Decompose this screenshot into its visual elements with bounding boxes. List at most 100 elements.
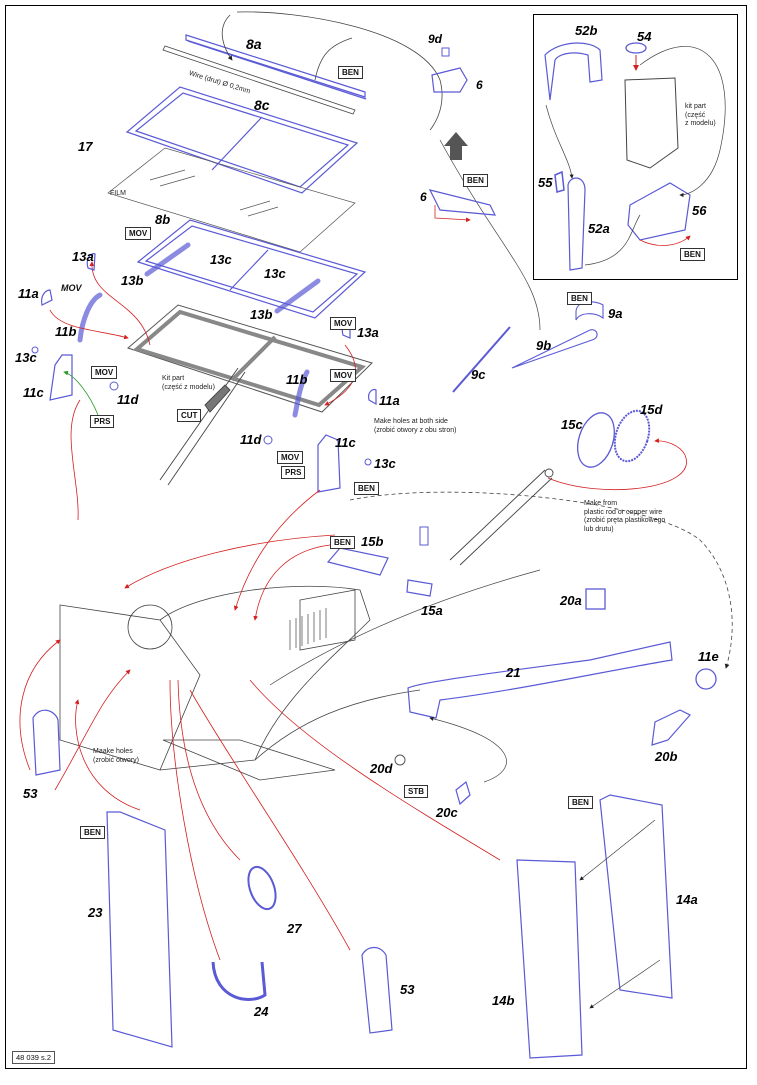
label-6-bottom: 6 [420,190,427,204]
part-20c [455,780,471,806]
label-56: 56 [692,203,707,218]
red-arrow [74,699,141,811]
sheet-border [5,5,747,1069]
label-52b: 52b [575,23,598,38]
tag-ben-8a: BEN [338,66,363,79]
label-15d: 15d [640,402,663,417]
plastic-rod [449,468,554,566]
arrow-line [639,46,726,198]
tag-cut: CUT [177,409,202,422]
part-11e [695,668,717,690]
tag-mov-11d-left: MOV [91,366,118,379]
arrow-line [579,819,656,881]
label-23: 23 [88,905,103,920]
sheet-code: 48 039 s.2 [12,1051,56,1064]
label-8b: 8b [155,212,171,227]
part-11a-left [41,289,53,306]
label-11c-right: 11c [335,435,356,450]
note-line: plastic rod or copper wire [584,508,663,516]
part-23-panel [106,811,173,1048]
note-kit-part-frame: Kit part (część z modelu) [162,375,215,392]
red-arrow [249,679,501,861]
part-27 [247,865,277,911]
label-11b-right: 11b [286,372,308,387]
note-kit-part-can: kit part (część z modelu) [685,103,716,129]
part-20b [651,709,691,746]
tag-ben-23: BEN [80,826,105,839]
tag-ben-56: BEN [680,248,705,261]
label-14b: 14b [492,993,515,1008]
part-24 [211,961,267,1001]
label-13c-left: 13c [15,350,37,365]
part-13c-left [31,346,39,354]
label-52a: 52a [588,221,610,236]
label-11a-left: 11a [18,286,39,301]
note-line: lub drutu) [584,525,614,533]
label-11d-right: 11d [240,432,262,447]
red-arrow [177,679,241,861]
arrow-line [589,959,661,1009]
arrow-line [314,37,353,81]
dashed-route [349,491,733,669]
note-line: Make from [584,500,618,507]
part-55 [554,170,565,193]
label-11e: 11e [698,649,719,664]
part-13b-right-bar [274,278,321,314]
arrow-line [545,104,574,179]
label-15c: 15c [561,417,583,432]
tag-prs-left: PRS [90,415,115,428]
label-13b-right: 13b [250,307,273,322]
part-15d [613,409,651,463]
part-14b [516,859,583,1059]
note-line: Kit part [162,375,185,382]
red-arrow [124,534,336,589]
part-14a [599,794,673,999]
arrow-line [429,716,507,783]
red-arrow [49,309,129,340]
label-55: 55 [538,175,553,190]
part-8b-frame [136,219,367,319]
note-line: z modelu) [685,120,716,127]
label-20c: 20c [436,805,458,820]
arrow-line [221,14,233,61]
note-line: Make holes at both side [374,418,448,425]
part-11d-right [263,435,273,445]
kit-frame [127,304,373,413]
red-arrow [54,669,131,791]
tag-ben-15b: BEN [330,536,355,549]
tag-ben-14a: BEN [568,796,593,809]
tag-stb: STB [404,785,428,798]
tag-mov-11b: MOV [330,369,357,382]
label-11a-right: 11a [379,393,400,408]
label-24: 24 [254,1004,269,1019]
red-arrow [434,205,471,223]
red-arrow [639,235,691,246]
red-arrow [233,489,321,611]
tag-mov-11d-right: MOV [277,451,304,464]
note-make-holes: Maake holes (zrobić otwory) [93,748,139,765]
label-53-right: 53 [400,982,415,997]
red-arrow [169,679,221,961]
arrow-line [584,214,641,266]
part-6-top [431,67,468,93]
tag-ben-9a: BEN [567,292,592,305]
part-15a [406,579,433,597]
tag-prs-right: PRS [281,466,306,479]
part-13a-left [86,253,96,271]
part-13c-lower [364,458,372,466]
part-53-left [32,709,61,776]
label-13a-left: 13a [72,249,94,264]
part-52a [567,177,586,271]
label-15b: 15b [361,534,384,549]
knife-cut-tool [159,367,246,486]
part-15b [326,547,389,576]
part-11c-left [49,354,73,401]
tag-mov-11a: MOV [61,283,82,293]
up-arrow [444,132,468,160]
part-11b-right [292,369,310,418]
label-8c: 8c [254,97,270,113]
label-15a: 15a [421,603,443,618]
note-make-from-rod: Make from plastic rod or copper wire (zr… [584,500,665,534]
